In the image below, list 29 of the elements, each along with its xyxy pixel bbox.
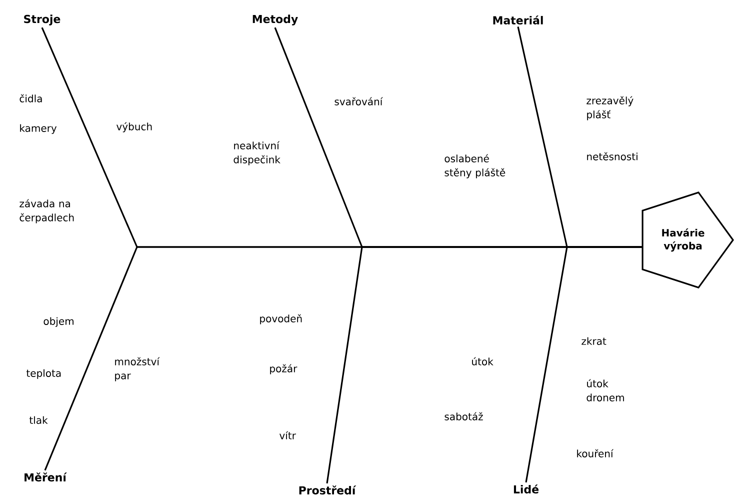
cause-label: kamery (20, 124, 57, 134)
cause-label: čidla (20, 94, 42, 102)
cause-label: výbuch (116, 122, 152, 132)
category-label: Lidé (514, 484, 539, 494)
cause-label: tlak (29, 416, 48, 424)
cause-label: oslabené stěny pláště (444, 154, 506, 178)
cause-label: požár (270, 364, 298, 374)
cause-label: teplota (26, 369, 61, 379)
category-label: Prostředí (299, 486, 356, 494)
cause-label: sabotáž (444, 412, 483, 420)
cause-label: svařování (334, 97, 383, 106)
cause-label: závada na čerpadlech (20, 199, 74, 224)
cause-label: vítr (280, 431, 296, 440)
category-label: Metody (252, 14, 298, 26)
cause-label: útok (472, 357, 494, 366)
cause-label: netěsnosti (587, 152, 638, 160)
cause-label: zkrat (582, 337, 606, 345)
cause-label: množství par (115, 357, 160, 382)
category-label: Měření (24, 472, 67, 482)
cause-label: kouření (577, 449, 614, 458)
cause-label: zrezavělý plášť (586, 96, 634, 120)
category-label: Materiál (493, 16, 543, 24)
bone-line (525, 246, 642, 482)
category-label: Stroje (24, 14, 60, 26)
cause-label: objem (44, 317, 74, 327)
cause-label: neaktivní dispečink (234, 141, 280, 166)
cause-label: povodeň (260, 314, 302, 324)
cause-label: útok dronem (586, 379, 624, 402)
pentagon-head: Havárie výroba (642, 192, 734, 288)
